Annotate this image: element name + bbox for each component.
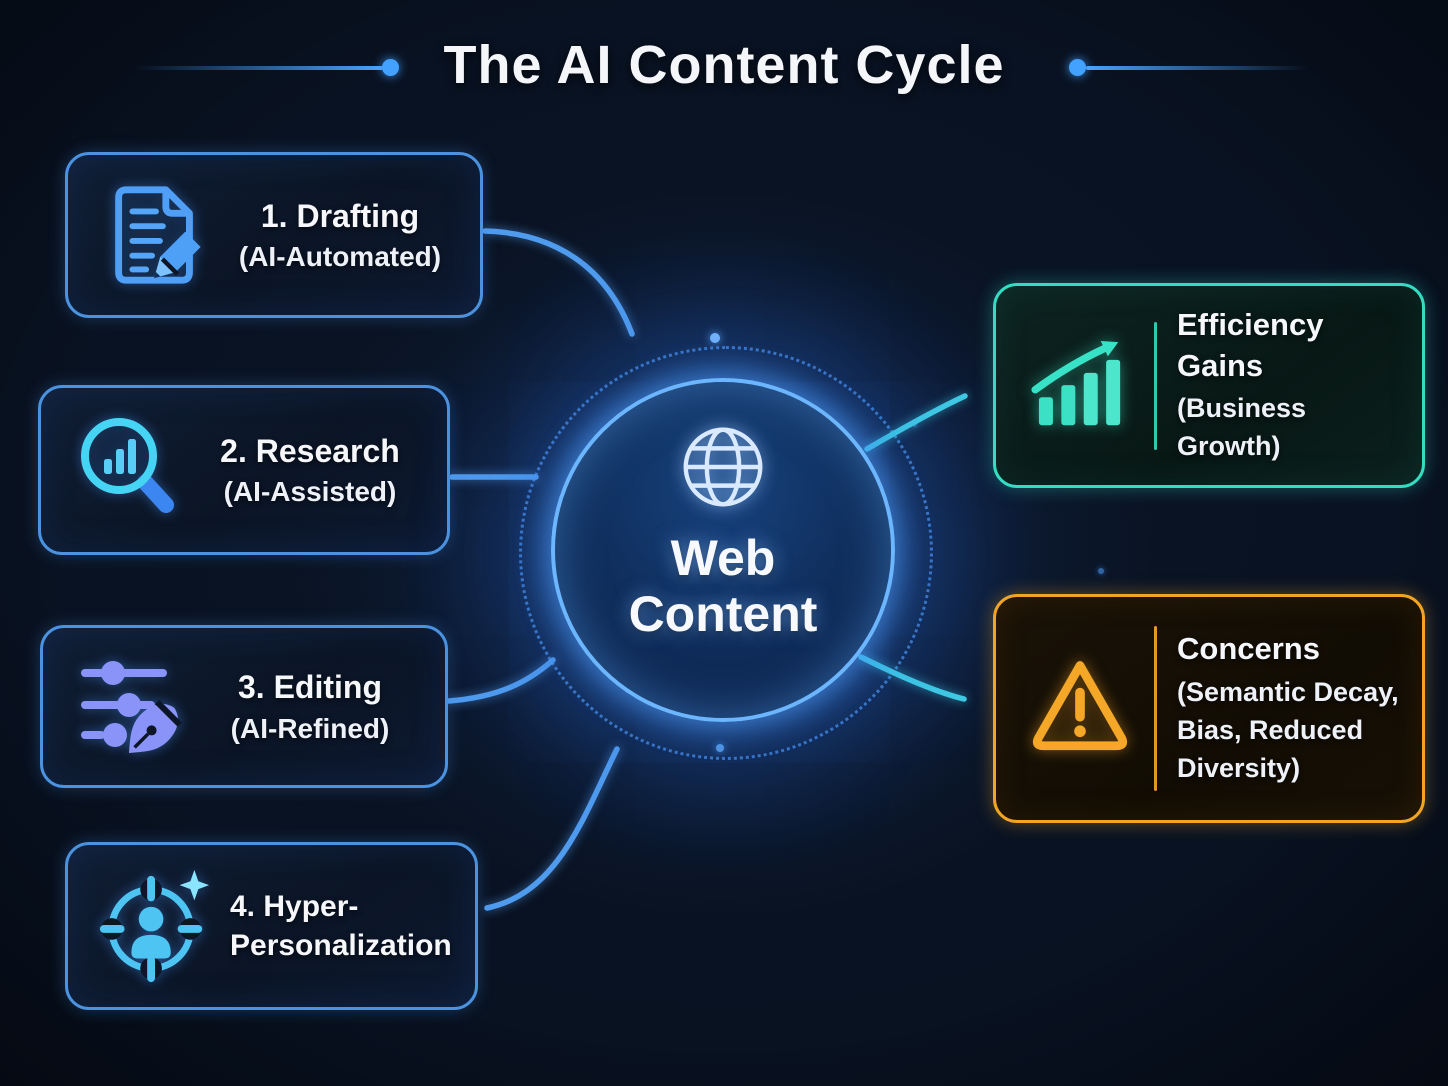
globe-icon (683, 427, 763, 507)
step-card-research: 2. Research (AI-Assisted) (38, 385, 450, 555)
hub-label: Web Content (629, 530, 818, 642)
step-card-text: 4. Hyper-Personalization (216, 887, 459, 965)
outcome-card-text: Concerns (Semantic Decay, Bias, Reduced … (1177, 629, 1408, 787)
step-subtitle: (AI-Refined) (230, 712, 390, 744)
outcome-card-efficiency: Efficiency Gains (Business Growth) (993, 283, 1425, 488)
outcome-subtitle: (Business Growth) (1177, 392, 1307, 462)
step-card-hyper-personalization: 4. Hyper-Personalization (65, 842, 478, 1010)
outcome-card-concerns: Concerns (Semantic Decay, Bias, Reduced … (993, 594, 1425, 823)
title-left-dot (382, 59, 399, 76)
growth-chart-icon (1020, 320, 1140, 452)
glow-particle (710, 333, 720, 343)
glow-particle (912, 422, 917, 427)
step-subtitle: (AI-Automated) (238, 241, 442, 273)
document-pencil-icon (96, 169, 216, 301)
step-card-text: 1. Drafting (AI-Automated) (216, 197, 464, 273)
step-title: 4. Hyper-Personalization (230, 890, 452, 962)
hub-dotted-ring (519, 346, 933, 760)
step-card-text: 2. Research (AI-Assisted) (189, 432, 431, 508)
sliders-pen-icon (71, 641, 191, 773)
outcome-subtitle: (Semantic Decay, Bias, Reduced Diversity… (1177, 676, 1399, 784)
magnifier-chart-icon (69, 404, 189, 536)
glow-particle (1098, 568, 1104, 574)
hub-label-line2: Content (628, 586, 818, 642)
step-subtitle: (AI-Assisted) (223, 476, 397, 508)
step-title: 1. Drafting (260, 197, 420, 234)
outcome-card-text: Efficiency Gains (Business Growth) (1177, 305, 1408, 465)
step-title: 3. Editing (238, 669, 382, 706)
outcome-title: Concerns (1177, 631, 1320, 667)
web-content-hub: Web Content (551, 378, 895, 722)
page-title: The AI Content Cycle (443, 35, 1005, 95)
outcome-title: Efficiency Gains (1177, 307, 1324, 383)
glow-particle (716, 744, 724, 752)
step-card-drafting: 1. Drafting (AI-Automated) (65, 152, 483, 318)
title-left-line (135, 66, 383, 70)
step-card-editing: 3. Editing (AI-Refined) (40, 625, 448, 788)
card-divider (1154, 626, 1157, 791)
step-title: 2. Research (220, 432, 400, 469)
warning-triangle-icon (1020, 643, 1140, 775)
card-divider (1154, 321, 1157, 450)
title-right-dot (1069, 59, 1086, 76)
hub-label-line1: Web (670, 530, 776, 586)
title-right-line (1086, 66, 1308, 70)
step-card-text: 3. Editing (AI-Refined) (191, 668, 429, 744)
person-target-icon (96, 860, 216, 992)
